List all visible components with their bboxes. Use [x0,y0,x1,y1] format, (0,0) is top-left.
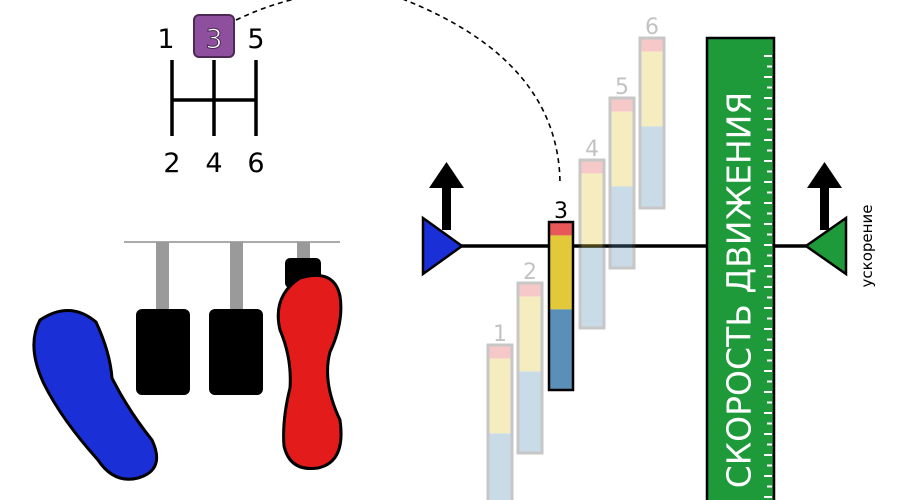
left-up-arrow-icon [429,162,464,230]
gear-bar-4-segment-2 [580,173,604,248]
gear-bar-5-segment-2 [610,111,634,187]
gear-bar-5-segment-1 [610,98,634,112]
clutch-pedal [136,309,190,395]
brake-pedal [209,309,263,395]
gear-bar-4: 4 [578,137,606,330]
gear-bar-2-border [516,281,544,455]
selector-connector-dashed [235,0,561,186]
right-triangle-marker [803,215,848,277]
gear-bar-2-segment-3 [518,371,542,453]
gear-bar-6-segment-1 [640,38,664,52]
gear-bar-2-segment-2 [518,296,542,372]
shift-label-6: 6 [247,148,264,179]
brake-pedal-arm [230,242,243,312]
gear-bar-label-4: 4 [585,137,599,162]
gear-bar-1-segment-2 [488,358,512,434]
gear-bar-5-border [608,96,636,270]
right-up-arrow-icon [807,162,842,230]
gear-shift-pattern: 1 3 5 2 4 6 [157,14,265,179]
speed-scale: СКОРОСТЬ ДВИЖЕНИЯ [705,36,776,500]
gear-bar-4-border [578,158,606,330]
gear-bar-1-segment-3 [488,433,512,500]
left-foot-blue [32,309,159,481]
gear-bar-3-segment-2 [549,235,573,310]
clutch-pedal-arm [156,242,169,312]
shift-label-2: 2 [163,148,180,179]
shift-label-5: 5 [247,24,264,55]
gear-bar-label-2: 2 [523,260,537,285]
speed-scale-bar [705,36,776,500]
gear-bar-1-border [486,343,514,500]
gear-bar-2: 2 [516,260,544,455]
gear-bars: 1 2 3 4 5 6 [486,15,666,500]
right-foot-red [276,273,343,471]
gear-bar-5-segment-3 [610,186,634,268]
gear-bar-3-segment-1 [549,222,573,236]
gear-bar-4-segment-3 [580,247,604,328]
shift-gate-lines [170,60,258,136]
gear-bar-6-border [638,36,666,210]
gear-bar-4-segment-1 [580,160,604,174]
motion-axis: ускорение [421,162,876,288]
gear-bar-6-segment-2 [640,51,664,127]
acceleration-label: ускорение [858,205,876,288]
gear-bar-3-border [547,220,575,392]
shift-selector-knob [193,14,235,58]
gear-bar-6-segment-3 [640,126,664,208]
shift-label-1: 1 [157,24,174,55]
pedal-assembly [32,241,343,481]
speed-scale-label: СКОРОСТЬ ДВИЖЕНИЯ [720,92,759,489]
gear-bar-1-segment-1 [488,345,512,359]
shift-label-4: 4 [205,148,222,179]
shift-label-selected: 3 [205,24,222,55]
gear-bar-6: 6 [638,15,666,210]
gear-bar-2-segment-1 [518,283,542,297]
gear-bar-3-segment-3 [549,309,573,390]
speed-scale-ticks [764,55,772,498]
gear-bar-3: 3 [547,199,575,392]
gear-bar-5: 5 [608,75,636,270]
left-triangle-marker [421,215,465,277]
gear-bar-label-5: 5 [615,75,629,100]
gear-bar-label-6: 6 [645,15,659,40]
gear-bar-label-1: 1 [493,322,507,347]
gear-bar-label-3: 3 [554,199,568,224]
gear-bar-1: 1 [486,322,514,500]
